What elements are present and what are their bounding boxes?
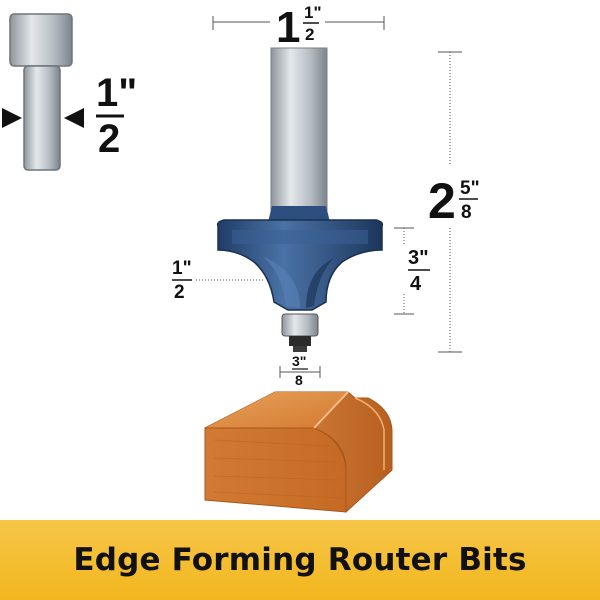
- cut-height-dimension-line: [394, 227, 414, 315]
- router-bit-illustration: 1" 2 1 1" 2 2 5" 8 3" 4 1" 2 3" 8: [2, 3, 480, 514]
- bearing-numerator: 3": [292, 353, 306, 369]
- height-denominator: 8: [461, 202, 472, 223]
- radius-denominator: 2: [174, 282, 185, 303]
- bearing-dimension-line: [279, 366, 321, 378]
- width-whole: 1: [276, 3, 300, 52]
- shank-denominator: 2: [98, 117, 120, 161]
- shank-size-icon: [2, 13, 84, 171]
- wood-block: [204, 391, 393, 514]
- arrow-left-icon: [64, 108, 84, 128]
- height-dimension-line: [438, 51, 462, 353]
- height-whole: 2: [428, 173, 456, 229]
- bit-shank: [270, 47, 328, 217]
- bearing: [281, 313, 319, 352]
- cutter-body: [216, 206, 384, 311]
- width-denominator: 2: [305, 25, 314, 44]
- radius-numerator: 1": [172, 258, 192, 279]
- shank-numerator: 1": [96, 71, 137, 115]
- title-banner: Edge Forming Router Bits: [0, 520, 600, 600]
- height-numerator: 5": [460, 178, 480, 199]
- width-dimension-line: [212, 16, 385, 30]
- cut-height-denominator: 4: [410, 273, 422, 295]
- arrow-right-icon: [2, 108, 22, 128]
- width-numerator: 1": [304, 3, 322, 22]
- banner-title: Edge Forming Router Bits: [73, 542, 527, 578]
- bearing-denominator: 8: [295, 372, 303, 388]
- cut-height-numerator: 3": [408, 247, 429, 269]
